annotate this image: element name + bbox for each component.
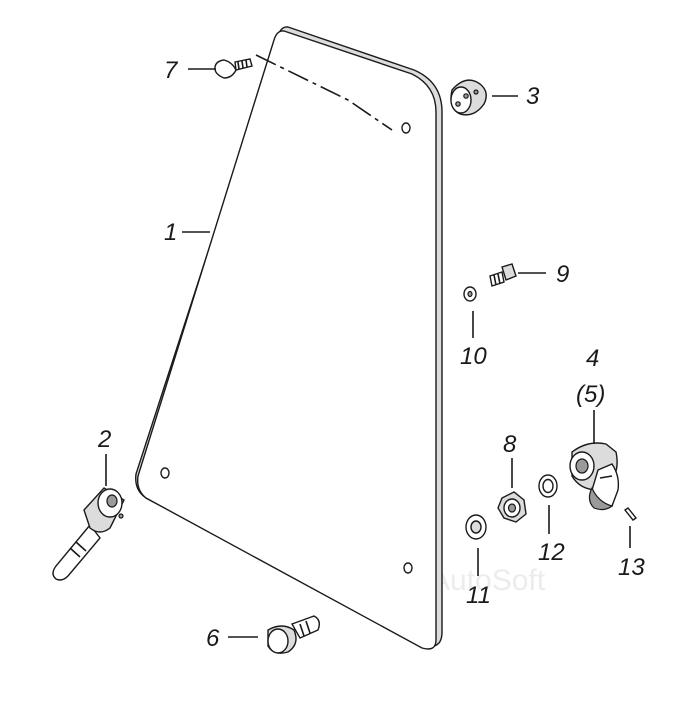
glass-panel	[135, 26, 443, 650]
label-2: 2	[97, 426, 111, 453]
label-3: 3	[526, 83, 540, 110]
part-4-latch	[569, 442, 620, 511]
label-11: 11	[466, 582, 491, 609]
watermark-text: AutoSoft	[430, 564, 546, 597]
panel-hole-top	[401, 122, 411, 134]
part-8-nut	[497, 491, 527, 523]
part-labels: 7 3 1 9 10 4 (5) 2 8 12 13 11 6	[97, 57, 645, 652]
label-8: 8	[503, 431, 517, 458]
part-9-bolt	[489, 263, 517, 287]
part-3-knob	[450, 79, 487, 116]
label-6: 6	[206, 625, 220, 652]
part-10-washer	[463, 286, 477, 302]
label-7: 7	[164, 57, 179, 84]
label-1: 1	[164, 219, 177, 246]
panel-hole-left	[160, 467, 170, 479]
label-12: 12	[538, 539, 565, 566]
part-7-screw	[214, 54, 393, 131]
label-13: 13	[618, 554, 645, 581]
label-9: 9	[556, 261, 569, 288]
part-2-pin	[52, 487, 125, 581]
part-13-pin	[623, 507, 638, 521]
part-11-washer	[465, 514, 487, 540]
label-4: 4	[586, 345, 599, 372]
label-5: (5)	[576, 381, 605, 408]
label-10: 10	[460, 343, 487, 370]
part-6-button	[267, 615, 321, 654]
panel-hole-bottom	[403, 562, 413, 574]
leader-lines	[105, 68, 631, 638]
part-12-washer	[538, 474, 558, 498]
